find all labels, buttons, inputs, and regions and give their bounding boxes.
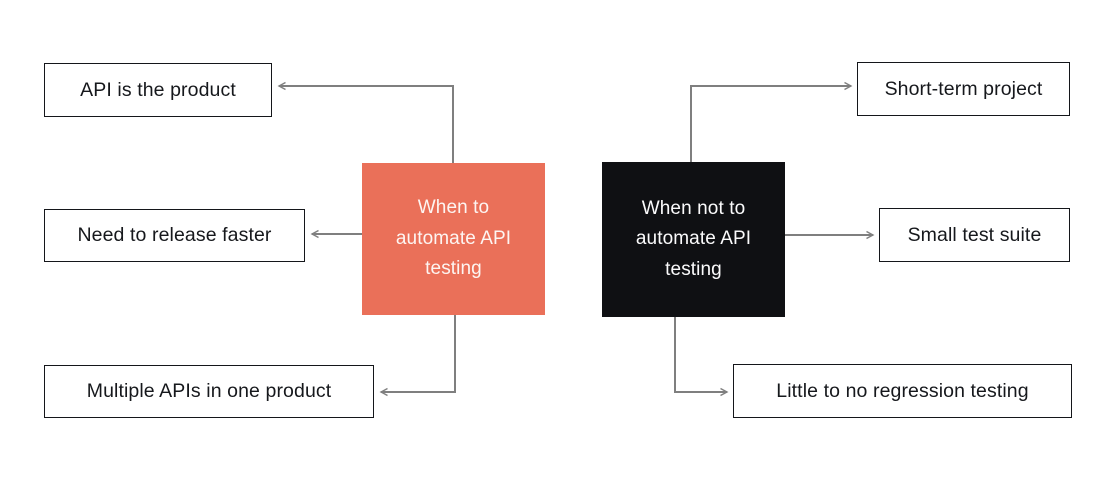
reason-box-short-term-project: Short-term project	[857, 62, 1070, 116]
connector-left-bottom	[379, 315, 456, 397]
reason-box-need-to-release-faster: Need to release faster	[44, 209, 305, 262]
reason-label: Small test suite	[907, 223, 1042, 246]
hub-when-to-automate-label: When to automate API testing	[395, 197, 512, 280]
reason-label: Short-term project	[884, 77, 1043, 100]
connector-left-top	[277, 81, 454, 163]
connector-right-bottom	[674, 317, 729, 397]
reason-box-small-test-suite: Small test suite	[879, 208, 1070, 262]
reason-box-api-is-the-product: API is the product	[44, 63, 272, 117]
reason-label: Little to no regression testing	[776, 379, 1029, 402]
reason-box-little-regression-testing: Little to no regression testing	[733, 364, 1072, 418]
reason-label: Multiple APIs in one product	[86, 380, 332, 402]
hub-when-not-to-automate: When not to automate API testing	[602, 162, 785, 317]
reason-box-multiple-apis: Multiple APIs in one product	[44, 365, 374, 418]
hub-when-not-to-automate-label: When not to automate API testing	[635, 197, 752, 280]
hub-when-to-automate: When to automate API testing	[362, 163, 545, 315]
reason-label: Need to release faster	[77, 224, 272, 246]
reason-label: API is the product	[80, 78, 236, 101]
connector-right-top	[690, 81, 853, 162]
